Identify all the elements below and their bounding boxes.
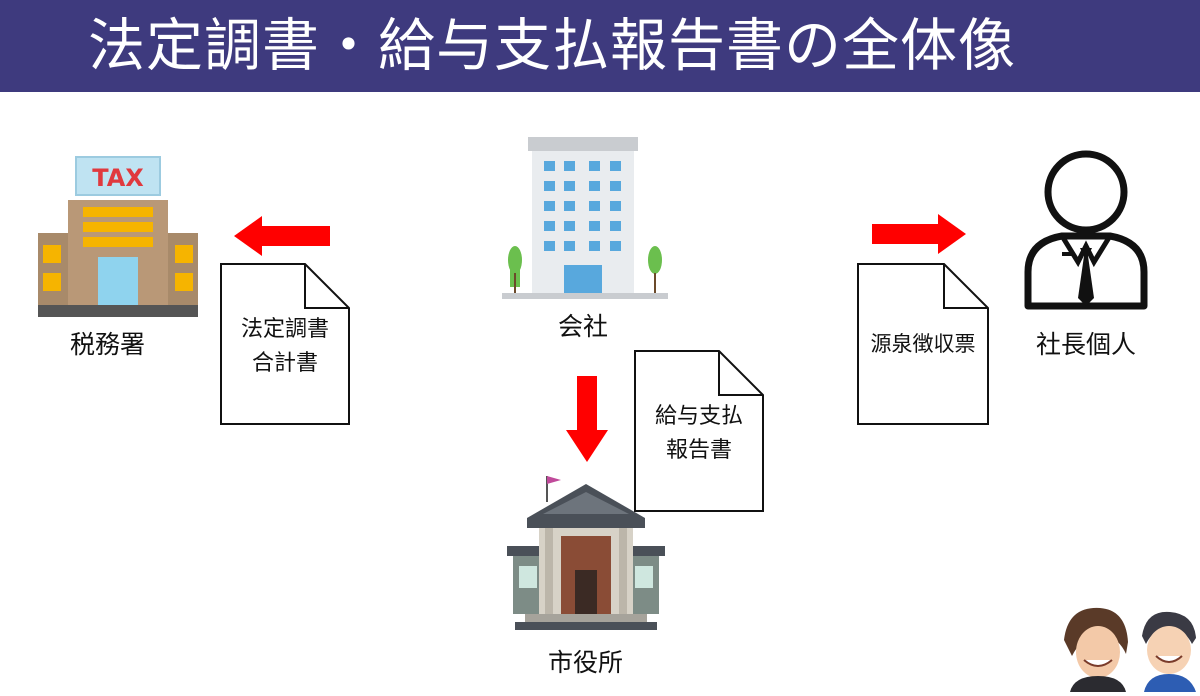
arrow-to-president (872, 214, 966, 254)
document-legal-summary: 法定調書 合計書 (220, 263, 350, 425)
document-legal-summary-line1: 法定調書 (240, 317, 329, 342)
document-salary-report-line2: 報告書 (665, 438, 732, 463)
arrow-to-tax-office (234, 216, 330, 256)
tax-office-icon: TAX (38, 155, 198, 320)
document-salary-report-line1: 給与支払 (654, 404, 743, 429)
document-withholding-slip: 源泉徴収票 (857, 263, 989, 425)
document-withholding-slip-line1: 源泉徴収票 (870, 332, 976, 356)
document-icon (857, 263, 989, 425)
presenters-avatar-icon (1060, 600, 1200, 692)
tax-sign-text: TAX (92, 164, 144, 192)
document-legal-summary-line2: 合計書 (251, 351, 318, 376)
city-office-icon (505, 470, 667, 632)
document-icon (634, 350, 764, 512)
page-title: 法定調書・給与支払報告書の全体像 (88, 13, 1016, 79)
city-office-label: 市役所 (548, 648, 624, 677)
president-person-icon (1022, 150, 1150, 310)
president-label: 社長個人 (1036, 330, 1137, 359)
company-label: 会社 (558, 312, 609, 341)
document-salary-report: 給与支払 報告書 (634, 350, 764, 512)
title-banner: 法定調書・給与支払報告書の全体像 (0, 0, 1200, 92)
tax-office-label: 税務署 (70, 330, 146, 359)
arrow-to-city-office (566, 376, 608, 462)
document-icon (220, 263, 350, 425)
company-building-icon (500, 135, 670, 303)
